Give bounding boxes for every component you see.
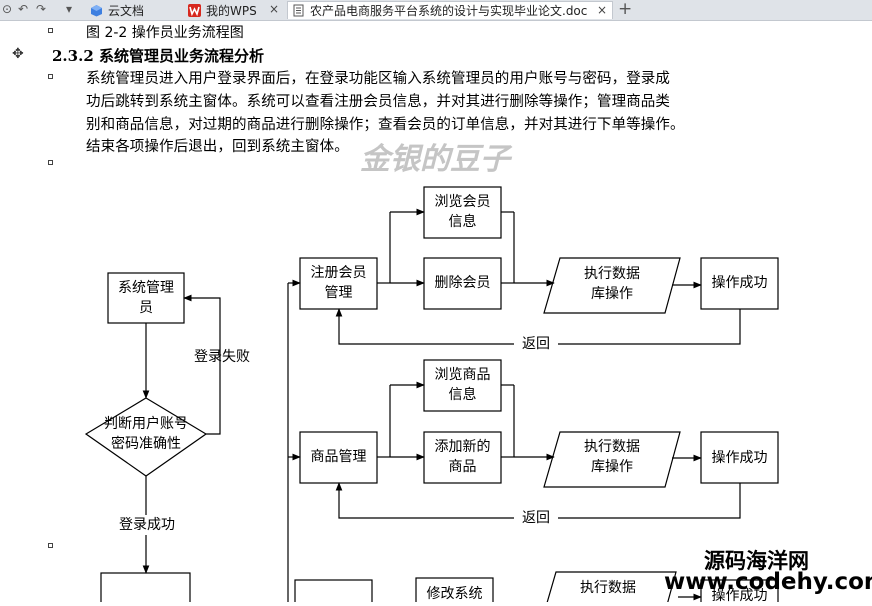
return-1-label: 返回: [514, 334, 558, 354]
browse-member-label: 浏览会员 信息: [434, 194, 491, 230]
tab-label: 农产品电商服务平台系统的设计与实现毕业论文.doc: [310, 4, 588, 18]
delete-member-label: 删除会员: [434, 275, 491, 291]
move-handle-icon[interactable]: ✥: [12, 46, 24, 62]
member-manage-label: 注册会员 管理: [310, 265, 367, 301]
paragraph-line: 结束各项操作后退出，回到系统主窗体。: [86, 139, 349, 155]
paragraph-mark-icon: [48, 543, 53, 548]
return-2-label: 返回: [514, 508, 558, 528]
tab-label: 云文档: [108, 3, 145, 18]
document-icon: [293, 4, 304, 17]
exec-db-3-shape: [546, 571, 677, 602]
figure-caption: 图 2-2 操作员业务流程图: [86, 25, 244, 41]
tab-document[interactable]: 农产品电商服务平台系统的设计与实现毕业论文.doc ×: [287, 1, 613, 19]
close-icon[interactable]: ×: [596, 3, 607, 17]
admin-label: 系统管理 员: [118, 280, 174, 316]
watermark-corner-url: www.codehy.com: [664, 569, 872, 595]
goods-manage-label: 商品管理: [310, 449, 367, 465]
modify-system-box: [415, 577, 494, 602]
tab-bar: ⊙ ↶ ↷ ▾ 云文档 我的WPS × 农产品电商服务平台系统的设计与实现毕业论…: [0, 0, 872, 21]
add-goods-label: 添加新的 商品: [434, 439, 491, 475]
browse-goods-label: 浏览商品 信息: [434, 367, 491, 403]
bottom-box-a: [294, 579, 373, 602]
paragraph-mark-icon: [48, 28, 53, 33]
paragraph-mark-icon: [48, 160, 53, 165]
tab-cloud-docs[interactable]: 云文档: [86, 1, 180, 19]
success-2-label: 操作成功: [711, 450, 768, 466]
add-goods-box: [423, 431, 502, 484]
main-window-box: [100, 572, 191, 602]
cloud-docs-icon: [91, 4, 102, 16]
modify-system-label: 修改系统: [426, 586, 483, 602]
paragraph-line: 功后跳转到系统主窗体。系统可以查看注册会员信息，并对其进行删除等操作；管理商品类: [86, 94, 670, 110]
undo-icon[interactable]: ↶: [18, 2, 29, 16]
redo-icon[interactable]: ↷: [36, 2, 47, 16]
paragraph-line: 系统管理员进入用户登录界面后，在登录功能区输入系统管理员的用户账号与密码，登录成: [86, 71, 670, 87]
login-success-label: 登录成功: [112, 515, 182, 535]
decision-label: 判断用户账号 密码准确性: [104, 416, 188, 452]
new-tab-button[interactable]: +: [618, 0, 633, 19]
login-fail-label: 登录失败: [194, 349, 250, 365]
wps-logo-icon: [188, 3, 201, 17]
exec-db-3-label: 执行数据: [580, 580, 636, 596]
close-icon[interactable]: ×: [268, 2, 279, 16]
exec-db-1-label: 执行数据 库操作: [584, 266, 640, 302]
section-heading: 2.3.2 系统管理员业务流程分析: [52, 47, 264, 65]
watermark-center: 金银的豆子: [360, 142, 510, 177]
tab-label: 我的WPS: [206, 3, 257, 18]
chevron-down-icon[interactable]: ▾: [66, 2, 73, 16]
browse-member-box: [423, 186, 502, 239]
admin-box: [107, 272, 185, 324]
exec-db-2-label: 执行数据 库操作: [584, 439, 640, 475]
watermark-corner-cn: 源码海洋网: [704, 549, 809, 573]
app-menu-icon[interactable]: ⊙: [2, 2, 13, 16]
exec-db-2-shape: [543, 431, 681, 488]
tab-my-wps[interactable]: 我的WPS ×: [184, 1, 284, 19]
paragraph-line: 别和商品信息，对过期的商品进行删除操作；查看会员的订单信息，并对其进行下单等操作…: [86, 117, 685, 133]
browse-goods-box: [423, 359, 502, 412]
success-1-label: 操作成功: [711, 275, 768, 291]
success-3-label: 操作成功: [711, 588, 768, 604]
exec-db-1-shape: [543, 257, 681, 314]
paragraph-mark-icon: [48, 74, 53, 79]
success-2-box: [700, 431, 779, 484]
